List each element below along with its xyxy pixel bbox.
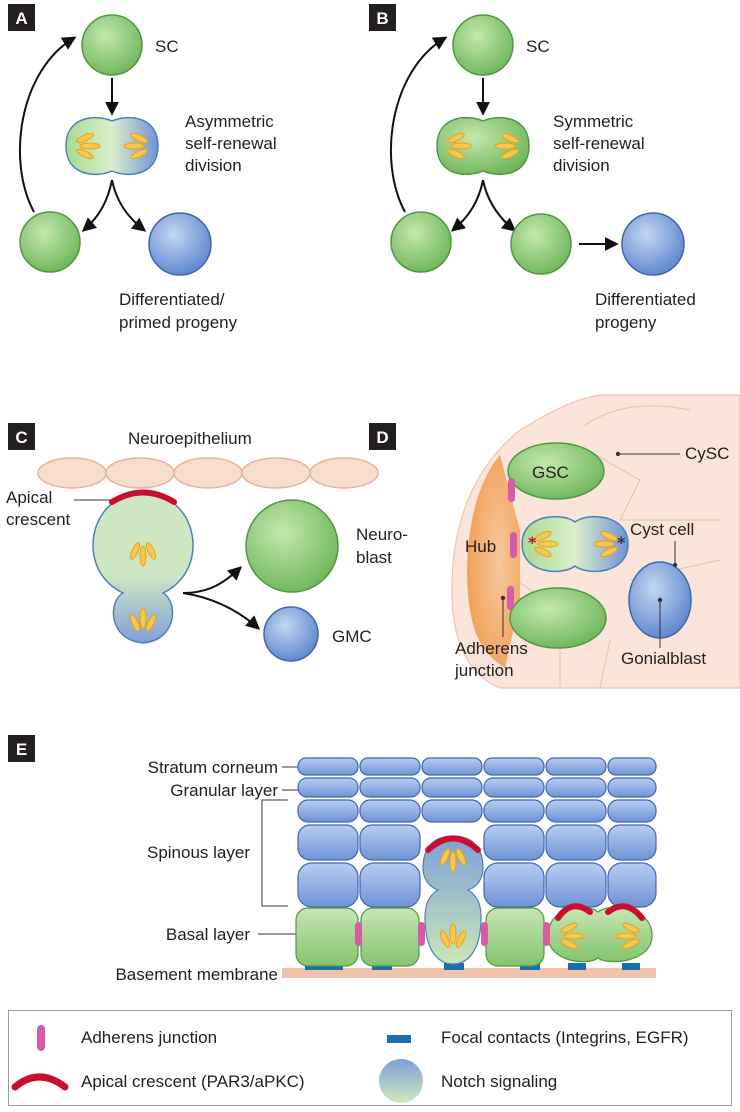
panel-c-neuroblast bbox=[245, 499, 339, 593]
panel-d-adherens-line1: Adherens bbox=[455, 639, 528, 658]
panel-d-red-asterisk: * bbox=[528, 533, 537, 552]
panel-e-layer-spinous: Spinous layer bbox=[147, 843, 250, 862]
panel-e-badge bbox=[8, 735, 35, 762]
panel-c-gmc-label: GMC bbox=[332, 627, 372, 646]
panel-d-gsc-label: GSC bbox=[532, 463, 569, 482]
panel-b-dividing-cell bbox=[436, 116, 530, 176]
panel-b-arrow-left bbox=[450, 179, 484, 232]
panel-e-apical-crescent-spinous bbox=[425, 835, 481, 853]
panel-b-daughter-stem-cell-2 bbox=[510, 213, 572, 275]
panel-b-differentiated-cell bbox=[621, 212, 685, 276]
legend-adherens-label: Adherens junction bbox=[81, 1028, 218, 1047]
panel-a-self-renewal-arrow bbox=[18, 36, 77, 213]
panel-d-cyst-cell-label: Cyst cell bbox=[630, 520, 694, 539]
legend-adherens-swatch bbox=[37, 1025, 45, 1051]
panel-a-letter: A bbox=[15, 9, 27, 28]
legend-apical-label: Apical crescent (PAR3/aPKC) bbox=[81, 1072, 305, 1091]
panel-d-badge bbox=[369, 423, 396, 450]
panel-c-neuroblast-line1: Neuro- bbox=[356, 525, 408, 544]
panel-b-letter: B bbox=[376, 9, 388, 28]
panel-e-granular-layer bbox=[297, 777, 657, 798]
panel-a-division-line1: Asymmetric bbox=[185, 112, 274, 131]
panel-a-division-line3: division bbox=[185, 156, 242, 175]
panel-e-apical-crescent-left bbox=[555, 903, 593, 921]
panel-d-gsc-top bbox=[507, 442, 605, 500]
panel-d-gsc-bottom bbox=[509, 587, 607, 649]
panel-e-layer-stratum-corneum: Stratum corneum bbox=[148, 758, 278, 777]
panel-b-division-line1: Symmetric bbox=[553, 112, 634, 131]
panel-b-division-line2: self-renewal bbox=[553, 134, 645, 153]
panel-e-layer-basal: Basal layer bbox=[166, 925, 250, 944]
panel-c-arrow-gmc bbox=[182, 592, 261, 630]
panel-b-badge bbox=[369, 4, 396, 31]
legend-notch-label: Notch signaling bbox=[441, 1072, 558, 1091]
panel-e-asymmetric-division-cell bbox=[422, 835, 484, 965]
panel-a-badge bbox=[8, 4, 35, 31]
panel-c-apical-crescent bbox=[109, 489, 177, 505]
panel-e-layer-basement-membrane: Basement membrane bbox=[115, 965, 278, 984]
panel-b-sc-label: SC bbox=[526, 37, 550, 56]
legend-focal-swatch bbox=[387, 1035, 411, 1043]
panel-d: Hub D GSC * * CySC Cyst cell Gonialblast… bbox=[369, 394, 740, 689]
panel-e-basement-membrane bbox=[282, 968, 656, 978]
panel-c-letter: C bbox=[15, 428, 27, 447]
panel-c-gmc bbox=[263, 606, 319, 662]
panel-e-spinous-bracket bbox=[261, 799, 288, 907]
panel-c-apical-line2: crescent bbox=[6, 510, 71, 529]
panel-c-neuroblast-dividing bbox=[92, 492, 194, 644]
panel-a-daughter-stem-cell bbox=[19, 211, 81, 273]
panel-a-arrow-right bbox=[111, 179, 147, 232]
panel-d-letter: D bbox=[376, 428, 388, 447]
panel-e-letter: E bbox=[16, 740, 27, 759]
panel-d-dividing-gsc bbox=[521, 515, 629, 573]
panel-c-neuroblast-line2: blast bbox=[356, 548, 392, 567]
panel-b-stem-cell bbox=[452, 14, 514, 76]
panel-c-apical-line1: Apical bbox=[6, 488, 52, 507]
panel-b-self-renewal-arrow bbox=[389, 36, 448, 213]
panel-b-progeny-line2: progeny bbox=[595, 313, 657, 332]
panel-c-neuroepithelium-label: Neuroepithelium bbox=[128, 429, 252, 448]
panel-a-stem-cell bbox=[81, 14, 143, 76]
panel-e-adherens-junctions bbox=[355, 922, 550, 946]
panel-a-sc-label: SC bbox=[155, 37, 179, 56]
panel-d-adherens-line2: junction bbox=[454, 661, 514, 680]
legend-apical-swatch bbox=[11, 1073, 69, 1091]
panel-d-dark-asterisk: * bbox=[617, 533, 626, 552]
panel-d-gonialblast-label: Gonialblast bbox=[621, 649, 706, 668]
panel-c-arrow-neuroblast bbox=[182, 566, 243, 594]
panel-d-adherens-junctions bbox=[507, 478, 517, 610]
panel-a-progeny-line1: Differentiated/ bbox=[119, 290, 225, 309]
panel-e-layer-granular: Granular layer bbox=[170, 781, 278, 800]
panel-c-neuroepithelium bbox=[37, 457, 379, 489]
panel-a-dividing-cell bbox=[65, 116, 159, 176]
panel-a-division-line2: self-renewal bbox=[185, 134, 277, 153]
panel-e-apical-crescent-right bbox=[605, 903, 645, 921]
panel-a-differentiated-cell bbox=[148, 212, 212, 276]
panel-a-arrow-left bbox=[81, 179, 113, 232]
panel-d-hub-label: Hub bbox=[465, 537, 496, 556]
panel-c-badge bbox=[8, 423, 35, 450]
panel-d-hub bbox=[467, 455, 520, 668]
panel-a-progeny-line2: primed progeny bbox=[119, 313, 238, 332]
panel-e-spinous-layer bbox=[297, 799, 657, 908]
legend: Adherens junction Apical crescent (PAR3/… bbox=[8, 1010, 732, 1106]
panel-b: B SC Symmetric self-renewal division Dif… bbox=[369, 4, 696, 332]
panel-d-cysc-label: CySC bbox=[685, 444, 729, 463]
panel-e-stratum-corneum bbox=[297, 757, 657, 776]
legend-notch-swatch bbox=[379, 1059, 423, 1103]
diagram-canvas: A SC Asymmetric self-renewal division Di… bbox=[6, 4, 740, 984]
panel-b-daughter-stem-cell-1 bbox=[390, 211, 452, 273]
legend-focal-label: Focal contacts (Integrins, EGFR) bbox=[441, 1028, 689, 1047]
panel-b-division-line3: division bbox=[553, 156, 610, 175]
panel-b-arrow-right bbox=[482, 179, 517, 232]
panel-c: C Neuroepithelium Apical crescent Neuro-… bbox=[6, 423, 408, 662]
panel-b-progeny-line1: Differentiated bbox=[595, 290, 696, 309]
panel-a: A SC Asymmetric self-renewal division Di… bbox=[8, 4, 277, 332]
panel-e: E Stratum corneum Granular layer Spinous… bbox=[8, 735, 657, 984]
